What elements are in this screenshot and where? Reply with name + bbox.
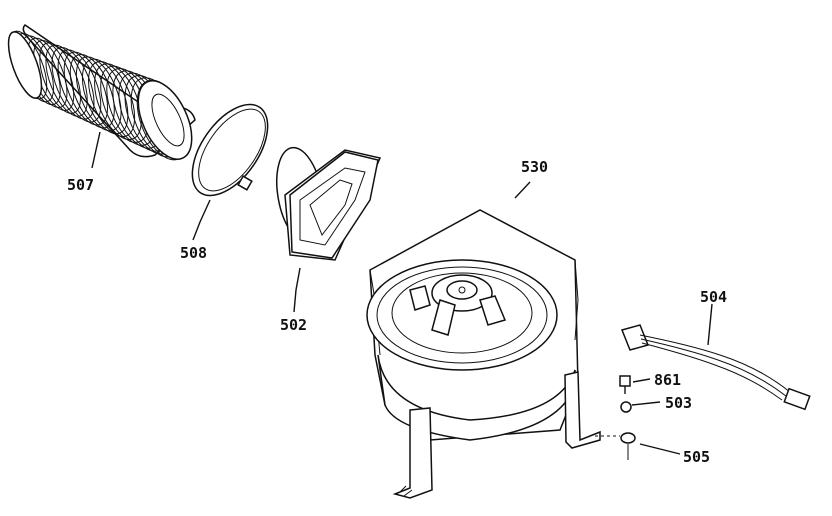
label-508: 508 bbox=[180, 244, 207, 262]
part-labels: 507 508 502 530 504 861 503 505 bbox=[67, 158, 727, 466]
blower-assembly bbox=[366, 209, 601, 499]
duct-coil bbox=[94, 63, 142, 140]
fastener-stack bbox=[595, 375, 636, 460]
leader-lines bbox=[91, 131, 713, 455]
flex-duct bbox=[7, 24, 196, 161]
label-502: 502 bbox=[280, 316, 307, 334]
duct-adapter bbox=[276, 146, 382, 261]
duct-coil bbox=[81, 58, 129, 135]
duct-coil bbox=[88, 61, 136, 138]
lock-washer bbox=[620, 401, 632, 413]
label-507: 507 bbox=[67, 176, 94, 194]
wire-harness bbox=[620, 324, 811, 411]
label-504: 504 bbox=[700, 288, 727, 306]
label-530: 530 bbox=[521, 158, 548, 176]
duct-coil bbox=[45, 44, 88, 117]
label-505: 505 bbox=[683, 448, 710, 466]
grommet bbox=[620, 432, 636, 444]
duct-coil bbox=[39, 42, 81, 114]
label-861: 861 bbox=[654, 371, 681, 389]
screw bbox=[619, 375, 631, 387]
duct-clamp bbox=[191, 103, 269, 197]
label-503: 503 bbox=[665, 394, 692, 412]
